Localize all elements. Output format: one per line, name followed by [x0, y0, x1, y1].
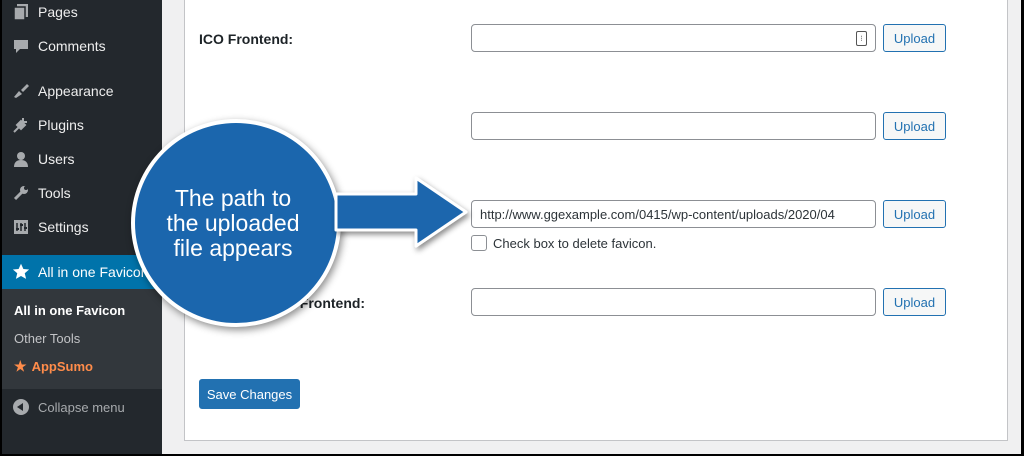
input-autofill-icon: ⁝ [856, 31, 867, 46]
star-icon [11, 262, 31, 282]
upload-button-ico-frontend[interactable]: Upload [883, 24, 946, 52]
sidebar-submenu: All in one Favicon Other Tools ★ AppSumo [2, 289, 162, 389]
upload-button-3[interactable]: Upload [883, 200, 946, 228]
submenu-item-label: AppSumo [31, 359, 93, 374]
icon-frontend-input[interactable] [471, 288, 876, 316]
sidebar-item-label: Settings [38, 219, 89, 235]
sidebar-item-appearance[interactable]: Appearance [2, 74, 162, 108]
tools-icon [11, 183, 31, 203]
comments-icon [11, 36, 31, 56]
sidebar-item-plugins[interactable]: Plugins [2, 108, 162, 142]
settings-icon [11, 217, 31, 237]
sidebar-item-tools[interactable]: Tools [2, 176, 162, 210]
sidebar-item-label: Comments [38, 38, 106, 54]
delete-favicon-checkbox[interactable] [471, 235, 487, 251]
favicon-path-input-3[interactable] [471, 200, 876, 228]
save-changes-button[interactable]: Save Changes [199, 379, 300, 409]
sidebar-item-users[interactable]: Users [2, 142, 162, 176]
appsumo-star-icon: ★ [14, 358, 27, 374]
callout-bubble: The path to the uploaded file appears [131, 119, 341, 327]
ico-frontend-label: ICO Frontend: [199, 31, 294, 47]
sidebar-item-label: Users [38, 151, 75, 167]
sidebar-item-all-in-one-favicon[interactable]: All in one Favicon [2, 255, 162, 289]
submenu-item-other-tools[interactable]: Other Tools [14, 331, 81, 346]
collapse-menu-button[interactable]: Collapse menu [2, 392, 162, 422]
sidebar-item-comments[interactable]: Comments [2, 29, 162, 63]
sidebar-item-label: All in one Favicon [38, 264, 149, 280]
delete-favicon-label: Check box to delete favicon. [493, 235, 657, 251]
ico-frontend-input[interactable] [471, 24, 876, 52]
collapse-menu-label: Collapse menu [38, 399, 125, 415]
sidebar-item-label: Tools [38, 185, 71, 201]
sidebar-item-label: Plugins [38, 117, 84, 133]
upload-button-2[interactable]: Upload [883, 112, 946, 140]
pages-icon [11, 2, 31, 22]
submenu-item-appsumo[interactable]: ★ AppSumo [14, 358, 93, 375]
users-icon [11, 149, 31, 169]
sidebar-item-label: Appearance [38, 83, 114, 99]
plugins-icon [11, 115, 31, 135]
submenu-item-all-in-one-favicon[interactable]: All in one Favicon [14, 303, 126, 318]
favicon-path-input-2[interactable] [471, 112, 876, 140]
sidebar-item-pages[interactable]: Pages [2, 0, 162, 29]
delete-favicon-option: Check box to delete favicon. [471, 235, 656, 251]
collapse-arrow-icon [13, 399, 29, 415]
callout-text: The path to the uploaded file appears [166, 184, 300, 261]
sidebar-item-settings[interactable]: Settings [2, 210, 162, 244]
sidebar-item-label: Pages [38, 4, 78, 20]
upload-button-icon-frontend[interactable]: Upload [883, 288, 946, 316]
appearance-icon [11, 81, 31, 101]
